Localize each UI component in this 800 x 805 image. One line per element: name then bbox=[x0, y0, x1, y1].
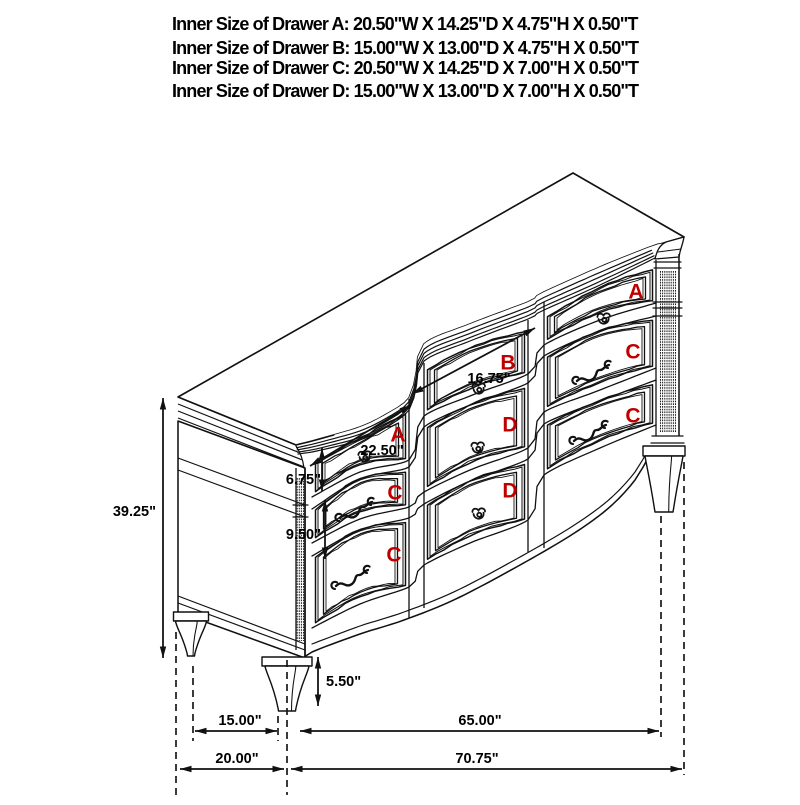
svg-text:65.00": 65.00" bbox=[458, 713, 501, 729]
svg-text:70.75": 70.75" bbox=[455, 751, 498, 767]
svg-text:22.50": 22.50" bbox=[360, 443, 403, 459]
svg-text:D: D bbox=[502, 414, 517, 437]
svg-text:5.50": 5.50" bbox=[326, 674, 361, 690]
svg-text:B: B bbox=[500, 352, 515, 375]
svg-text:A: A bbox=[628, 281, 643, 304]
svg-text:39.25": 39.25" bbox=[113, 504, 156, 520]
svg-text:C: C bbox=[625, 405, 640, 428]
svg-text:C: C bbox=[387, 482, 402, 505]
svg-text:15.00": 15.00" bbox=[218, 713, 261, 729]
svg-text:C: C bbox=[386, 544, 401, 567]
svg-text:9.50": 9.50" bbox=[286, 527, 321, 543]
svg-text:A: A bbox=[390, 424, 405, 447]
svg-text:6.75": 6.75" bbox=[286, 472, 321, 488]
svg-text:D: D bbox=[502, 480, 517, 503]
svg-text:C: C bbox=[625, 341, 640, 364]
svg-text:20.00": 20.00" bbox=[215, 751, 258, 767]
svg-text:16.75": 16.75" bbox=[467, 371, 510, 387]
